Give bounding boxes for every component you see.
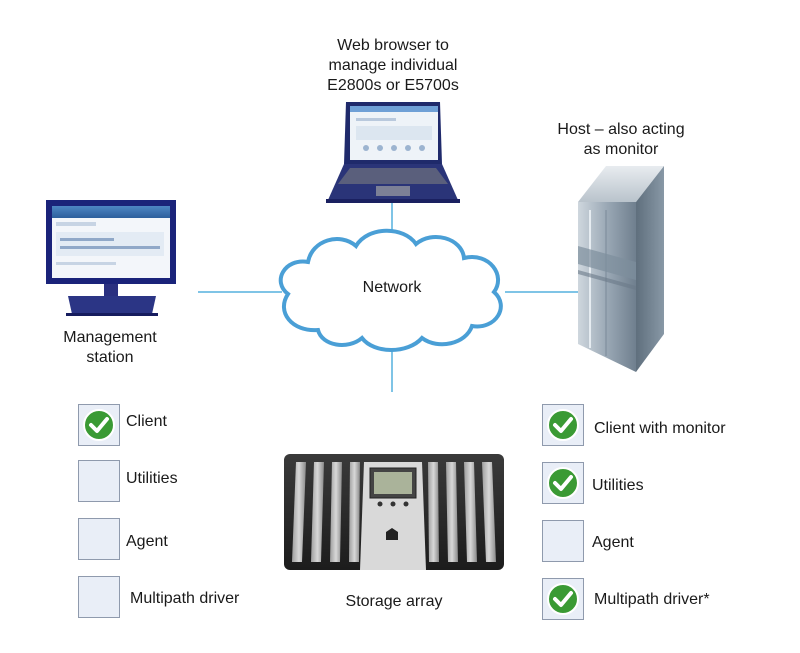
- checkmark-icon: [547, 409, 579, 441]
- checkmark-icon: [83, 409, 115, 441]
- agent-checkbox[interactable]: [78, 518, 120, 560]
- storage-array-label: Storage array: [345, 593, 443, 610]
- browser-label: Web browser to manage individual E2800s …: [327, 37, 459, 94]
- client-label: Client: [126, 413, 167, 430]
- server-icon: [578, 166, 664, 372]
- multipath-driver-checkbox[interactable]: [78, 576, 120, 618]
- right-utilities-label: Utilities: [592, 477, 644, 494]
- management-station-label: Management station: [63, 329, 157, 366]
- right-multipath-driver-checkbox[interactable]: [542, 578, 584, 620]
- checkmark-icon: [547, 583, 579, 615]
- client-checkbox[interactable]: [78, 404, 120, 446]
- right-utilities-checkbox[interactable]: [542, 462, 584, 504]
- right-agent-checkbox[interactable]: [542, 520, 584, 562]
- right-agent-label: Agent: [592, 534, 634, 551]
- agent-label: Agent: [126, 533, 168, 550]
- client-with-monitor-checkbox[interactable]: [542, 404, 584, 446]
- utilities-label: Utilities: [126, 470, 178, 487]
- storage-array-icon: [284, 454, 504, 570]
- client-with-monitor-label: Client with monitor: [594, 420, 726, 437]
- host-label: Host – also acting as monitor: [557, 121, 685, 158]
- network-label: Network: [362, 279, 422, 296]
- monitor-icon: [46, 200, 176, 316]
- right-multipath-driver-label: Multipath driver*: [594, 591, 710, 608]
- network-cloud-icon: [278, 228, 503, 352]
- laptop-icon: [326, 102, 460, 203]
- checkmark-icon: [547, 467, 579, 499]
- utilities-checkbox[interactable]: [78, 460, 120, 502]
- multipath-driver-label: Multipath driver: [130, 590, 240, 607]
